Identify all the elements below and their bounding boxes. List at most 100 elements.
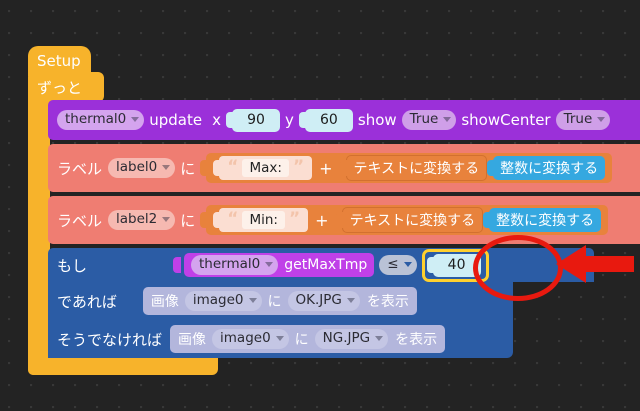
- forever-block-wrapper[interactable]: [28, 72, 50, 375]
- label0-particle: に: [180, 159, 196, 178]
- label2-keyword: ラベル: [57, 211, 103, 230]
- thermal-x-label: x: [212, 111, 221, 129]
- value-slot-tab: [298, 112, 307, 128]
- then-keyword-label: であれば: [57, 292, 117, 311]
- else-image-verb: を表示: [395, 332, 438, 348]
- label2-to-text-block[interactable]: テキストに変換する: [341, 207, 484, 233]
- label2-to-int-block[interactable]: 整数に変換する: [489, 208, 602, 232]
- value-slot-tab: [225, 112, 234, 128]
- if-else-block-header[interactable]: もし thermal0 getMaxTmp ≤ 40: [48, 248, 594, 282]
- value-slot-tab: [483, 212, 492, 228]
- thermal-y-input[interactable]: 60: [304, 108, 353, 132]
- chevron-down-icon: [248, 298, 257, 303]
- thermal-update-block[interactable]: thermal0 update x 90 y 60 show True show…: [48, 100, 640, 140]
- chevron-down-icon: [597, 117, 606, 122]
- chevron-down-icon: [403, 262, 412, 267]
- set-label2-block[interactable]: ラベル label2 に “ Min: ” + テキストに変換する 整数に変換す…: [48, 196, 640, 244]
- value-slot-tab: [487, 160, 496, 176]
- block-connector-bump: [66, 357, 87, 358]
- label2-concat-block[interactable]: “ Min: ” + テキストに変換する 整数に変換する: [206, 205, 609, 235]
- then-image-verb: を表示: [366, 294, 409, 310]
- thermal-show-value: True: [409, 111, 439, 128]
- then-image-keyword: 画像: [150, 294, 179, 310]
- label0-to-text-label: テキストに変換する: [353, 161, 480, 177]
- thermal-show-label: show: [357, 111, 397, 129]
- then-image-particle: に: [267, 294, 282, 310]
- forever-block-label: ずっと: [37, 78, 83, 97]
- value-slot-tab: [213, 212, 222, 228]
- if-else-branch[interactable]: そうでなければ 画像 image0 に NG.JPG を表示: [48, 320, 513, 358]
- close-quote-icon: ”: [292, 157, 305, 178]
- then-image-file-value: OK.JPG: [295, 292, 342, 309]
- value-slot-tab: [173, 257, 182, 273]
- label2-to-int-label: 整数に変換する: [496, 213, 595, 229]
- else-keyword-label: そうでなければ: [57, 330, 163, 349]
- getmaxtmp-reporter-block[interactable]: thermal0 getMaxTmp: [184, 253, 375, 277]
- else-image-target-dropdown[interactable]: image0: [212, 329, 289, 349]
- label0-target-value: label0: [116, 159, 158, 176]
- condition-object-dropdown[interactable]: thermal0: [191, 255, 279, 275]
- thermal-showcenter-dropdown[interactable]: True: [555, 110, 611, 130]
- then-image-target-dropdown[interactable]: image0: [184, 291, 262, 311]
- open-quote-icon: “: [227, 209, 239, 230]
- chevron-down-icon: [162, 217, 171, 222]
- else-image-particle: に: [294, 332, 309, 348]
- value-slot-tab: [335, 212, 344, 228]
- label2-target-value: label2: [116, 211, 158, 228]
- value-slot-tab: [213, 160, 222, 176]
- condition-method-label: getMaxTmp: [284, 257, 368, 273]
- label2-to-text-label: テキストに変換する: [349, 213, 476, 229]
- comparison-operator-dropdown[interactable]: ≤: [379, 255, 417, 275]
- label0-to-int-block[interactable]: 整数に変換する: [493, 156, 606, 180]
- setup-hat-label: Setup: [37, 52, 81, 70]
- label2-string-literal[interactable]: “ Min: ”: [219, 208, 309, 232]
- forever-block-header[interactable]: ずっと: [28, 72, 104, 107]
- block-connector-bump: [66, 243, 87, 244]
- chevron-down-icon: [346, 298, 355, 303]
- value-slot-tab: [200, 160, 209, 176]
- thermal-showcenter-value: True: [563, 111, 593, 128]
- thermal-showcenter-label: showCenter: [461, 111, 551, 129]
- label0-target-dropdown[interactable]: label0: [108, 158, 176, 178]
- label0-to-int-label: 整数に変換する: [500, 161, 599, 177]
- chevron-down-icon: [162, 165, 171, 170]
- label0-string-literal[interactable]: “ Max: ”: [219, 156, 313, 180]
- setup-hat-block[interactable]: Setup: [28, 46, 91, 76]
- label0-to-text-block[interactable]: テキストに変換する: [345, 155, 488, 181]
- label2-target-dropdown[interactable]: label2: [108, 210, 176, 230]
- thermal-object-dropdown[interactable]: thermal0: [57, 110, 145, 130]
- value-slot-tab: [339, 160, 348, 176]
- open-quote-icon: “: [227, 157, 239, 178]
- chevron-down-icon: [375, 336, 384, 341]
- label0-concat-block[interactable]: “ Max: ” + テキストに変換する 整数に変換する: [206, 153, 613, 183]
- block-connector-bump: [66, 139, 87, 140]
- else-image-file-value: NG.JPG: [322, 330, 371, 347]
- thermal-x-input[interactable]: 90: [231, 108, 280, 132]
- thermal-show-dropdown[interactable]: True: [401, 110, 457, 130]
- close-quote-icon: ”: [288, 209, 301, 230]
- then-image-target-value: image0: [192, 292, 244, 309]
- block-connector-bump: [66, 191, 87, 192]
- else-image-file-dropdown[interactable]: NG.JPG: [314, 329, 389, 349]
- show-image-ng-block[interactable]: 画像 image0 に NG.JPG を表示: [170, 325, 446, 353]
- thermal-method-label: update: [149, 111, 203, 129]
- label0-string-value[interactable]: Max:: [242, 159, 289, 177]
- thermal-y-label: y: [284, 111, 294, 129]
- threshold-value-input[interactable]: 40: [432, 253, 481, 277]
- set-label0-block[interactable]: ラベル label0 に “ Max: ” + テキストに変換する 整数に変換す…: [48, 144, 640, 192]
- thermal-object-value: thermal0: [65, 111, 127, 128]
- chevron-down-icon: [443, 117, 452, 122]
- comparison-block[interactable]: thermal0 getMaxTmp ≤ 40: [169, 248, 493, 282]
- chevron-down-icon: [275, 336, 284, 341]
- value-slot-tab: [200, 212, 209, 228]
- threshold-value-block-selected[interactable]: 40: [421, 248, 489, 282]
- value-slot-tab: [426, 257, 435, 273]
- label2-string-value[interactable]: Min:: [242, 211, 285, 229]
- then-image-file-dropdown[interactable]: OK.JPG: [287, 291, 360, 311]
- show-image-ok-block[interactable]: 画像 image0 に OK.JPG を表示: [142, 287, 417, 315]
- chevron-down-icon: [131, 117, 140, 122]
- condition-object-value: thermal0: [199, 256, 261, 273]
- else-image-keyword: 画像: [178, 332, 207, 348]
- if-then-branch[interactable]: であれば 画像 image0 に OK.JPG を表示: [48, 282, 513, 320]
